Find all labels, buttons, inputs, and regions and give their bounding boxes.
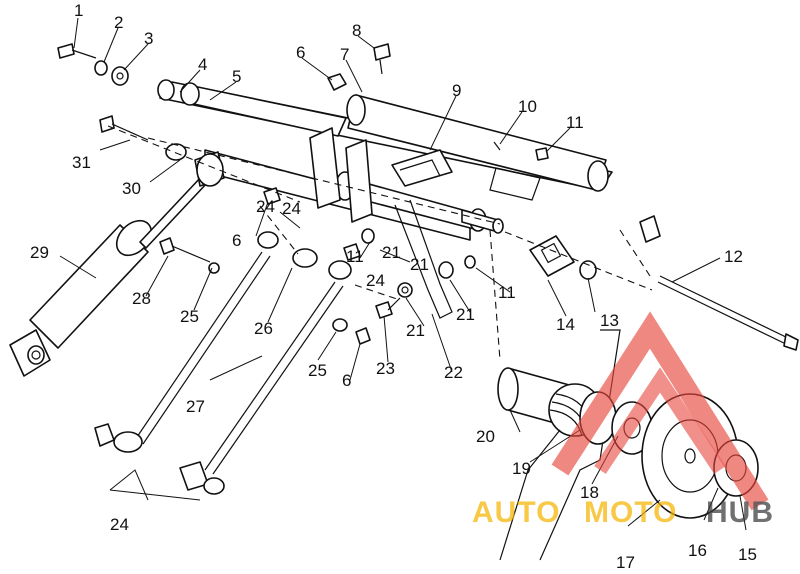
callout-number: 2 [114,13,123,32]
shock-absorber [9,143,225,377]
callout-number: 21 [410,255,429,274]
callout-number: 24 [366,271,385,290]
callout-number: 22 [444,363,463,382]
callout-number: 21 [382,243,401,262]
upper-shaft [157,79,613,192]
callout-number: 24 [282,199,301,218]
callout-number: 6 [232,231,241,250]
callout-number: 1 [74,1,83,20]
callout-number: 25 [308,361,327,380]
callout-number: 11 [566,113,584,132]
callout-number: 17 [616,553,635,572]
callout-number: 7 [340,45,349,64]
hardware [57,43,799,351]
callout-number: 24 [256,197,275,216]
callout-number: 4 [198,55,207,74]
callout-number: 21 [406,321,425,340]
limiter-arm [394,199,453,319]
callout-number: 29 [30,243,49,262]
callout-number: 31 [72,153,91,172]
callout-number: 28 [132,289,151,308]
callout-number: 18 [580,483,599,502]
callout-number: 24 [110,515,129,534]
callout-number: 15 [738,545,757,564]
callout-number: 9 [452,81,461,100]
callout-number: 23 [376,359,395,378]
callout-number: 13 [600,311,619,330]
side-brackets [309,127,541,223]
watermark-text-hub: HUB [706,496,774,529]
watermark-triangle-outer [551,311,769,511]
callout-number: 12 [724,247,743,266]
watermark-text-auto: AUTO [472,496,560,529]
callout-number: 6 [296,43,305,62]
alignment-lines [107,125,653,361]
rods [94,231,352,495]
callout-number: 10 [518,97,537,116]
callout-number: 5 [232,67,241,86]
callout-number: 8 [352,21,361,40]
callout-number: 11 [346,247,364,266]
callout-number: 27 [186,397,205,416]
callout-number: 19 [512,459,531,478]
callout-number: 16 [688,541,707,560]
callout-number: 26 [254,319,273,338]
watermark-text-moto: MOTO [584,496,677,529]
callout-number: 21 [456,305,475,324]
callout-number: 6 [342,371,351,390]
callout-number: 11 [498,283,516,302]
callout-number: 25 [180,307,199,326]
callout-number: 3 [144,29,153,48]
watermark-triangle-inner [594,367,726,474]
callout-number: 30 [122,179,141,198]
callout-number: 20 [476,427,495,446]
callout-number: 14 [556,315,575,334]
watermark-logo: AUTO MOTO HUB [472,311,774,529]
